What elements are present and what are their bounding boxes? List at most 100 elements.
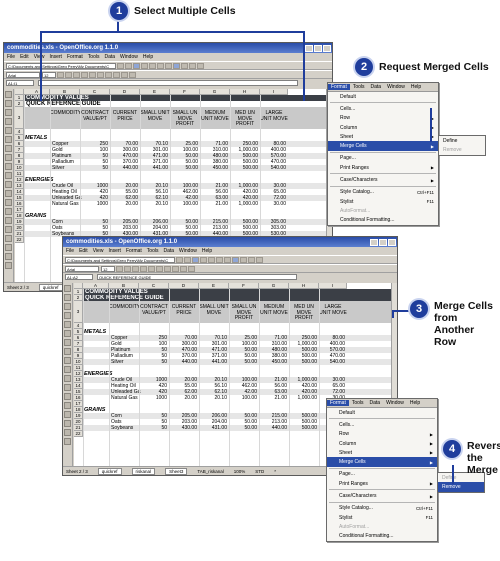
menu-insert[interactable]: Insert (49, 54, 62, 60)
toolbar-icon[interactable] (5, 262, 12, 269)
value-cell[interactable]: 420.00 (242, 189, 258, 195)
menu-item-conditional-formatting[interactable]: Conditional Formatting... (327, 532, 437, 541)
value-cell[interactable]: 50 (102, 153, 108, 159)
row-header[interactable]: 12 (74, 371, 83, 377)
value-cell[interactable]: 50.00 (244, 413, 257, 419)
paste-icon[interactable] (224, 256, 231, 263)
selection-mode[interactable]: STD (255, 468, 265, 474)
corner-header[interactable] (74, 283, 83, 289)
commodity-name[interactable]: Palladium (111, 353, 133, 359)
menu-tools[interactable]: Tools (351, 400, 364, 406)
zoom-level[interactable]: 100% (233, 468, 246, 474)
row-header[interactable]: 17 (15, 207, 24, 213)
value-cell[interactable]: 206.00 (152, 219, 168, 225)
value-cell[interactable]: 70.00 (184, 335, 197, 341)
value-cell[interactable]: 50 (161, 425, 167, 431)
menu-item-column[interactable]: Column▶ (328, 123, 438, 132)
toolbar-icon[interactable] (64, 303, 71, 310)
value-cell[interactable]: 500.00 (301, 419, 317, 425)
value-cell[interactable]: 213.00 (212, 225, 228, 231)
value-cell[interactable]: 100 (99, 147, 108, 153)
vertical-scrollbar[interactable] (391, 283, 397, 466)
value-cell[interactable]: 70.10 (214, 335, 227, 341)
column-header-g[interactable]: G (259, 283, 289, 289)
submenu-define[interactable]: Define (443, 137, 458, 144)
toolbar-icon[interactable] (5, 226, 12, 233)
title-band[interactable]: COMMODITY VALUES (24, 95, 332, 101)
value-cell[interactable]: 50.00 (244, 425, 257, 431)
toolbar-icon[interactable] (64, 438, 71, 445)
commodity-name[interactable]: Natural Gas (111, 395, 138, 401)
save-icon[interactable] (184, 256, 191, 263)
menu-item-page[interactable]: Page... (327, 470, 437, 479)
toolbar-icon[interactable] (5, 154, 12, 161)
font-name-box[interactable]: Arial (65, 265, 99, 272)
toolbar-icon[interactable] (64, 312, 71, 319)
column-header-b[interactable]: B (50, 89, 80, 95)
toolbar-icon[interactable] (5, 136, 12, 143)
value-cell[interactable]: 20.00 (184, 395, 197, 401)
row-header[interactable]: 8 (74, 347, 83, 353)
commodity-name[interactable]: Heating Oil (52, 189, 77, 195)
value-cell[interactable]: 1,000.00 (297, 341, 317, 347)
row-header[interactable]: 5 (74, 329, 83, 335)
value-cell[interactable]: 50 (102, 231, 108, 237)
toolbar-icon[interactable] (5, 208, 12, 215)
commodity-name[interactable]: Unleaded Gas (111, 389, 141, 395)
value-cell[interactable]: 50 (161, 413, 167, 419)
currency-icon[interactable] (121, 71, 128, 78)
toolbar-icon[interactable] (64, 285, 71, 292)
commodity-name[interactable]: Oats (52, 225, 63, 231)
save-icon[interactable] (125, 62, 132, 69)
row-header[interactable]: 13 (74, 377, 83, 383)
menu-data[interactable]: Data (370, 84, 382, 90)
value-cell[interactable]: 1,000.00 (238, 147, 258, 153)
align-center-icon[interactable] (156, 265, 163, 272)
value-cell[interactable]: 440.00 (181, 359, 197, 365)
toolbar-icon[interactable] (5, 181, 12, 188)
open-icon[interactable] (117, 62, 124, 69)
value-cell[interactable]: 431.00 (211, 425, 227, 431)
value-cell[interactable]: 50.00 (185, 165, 198, 171)
open-icon[interactable] (176, 256, 183, 263)
value-cell[interactable]: 50 (102, 159, 108, 165)
value-cell[interactable]: 500.00 (242, 231, 258, 237)
value-cell[interactable]: 213.00 (271, 419, 287, 425)
menu-data[interactable]: Data (104, 54, 116, 60)
row-header[interactable]: 14 (15, 189, 24, 195)
sheet-tab-sheet3[interactable]: Sheet3 (165, 467, 188, 475)
maximize-button[interactable] (314, 44, 322, 52)
row-header[interactable]: 5 (15, 135, 24, 141)
value-cell[interactable]: 500.00 (242, 219, 258, 225)
value-cell[interactable]: 370.00 (122, 159, 138, 165)
toolbar-icon[interactable] (5, 244, 12, 251)
menu-item-case-characters[interactable]: Case/Characters▶ (327, 491, 437, 500)
toolbar-icon[interactable] (64, 411, 71, 418)
value-cell[interactable]: 62.00 (125, 195, 138, 201)
menu-format[interactable]: Format (328, 84, 350, 90)
font-size-box[interactable]: 12 (101, 265, 115, 272)
menu-tools[interactable]: Tools (87, 54, 100, 60)
menu-help[interactable]: Help (142, 54, 154, 60)
menu-item-merge-cells[interactable]: Merge Cells▶ (328, 141, 438, 151)
underline-icon[interactable] (132, 265, 139, 272)
value-cell[interactable]: 430.00 (122, 231, 138, 237)
value-cell[interactable]: 204.00 (152, 225, 168, 231)
value-cell[interactable]: 500.00 (301, 413, 317, 419)
value-cell[interactable]: 1000 (96, 183, 108, 189)
toolbar-icon[interactable] (64, 348, 71, 355)
value-cell[interactable]: 205.00 (122, 219, 138, 225)
submenu-remove[interactable]: Remove (438, 482, 484, 492)
row-header[interactable]: 3 (15, 107, 24, 129)
value-cell[interactable]: 100 (158, 341, 167, 347)
value-cell[interactable]: 440.00 (122, 165, 138, 171)
value-cell[interactable]: 50.00 (185, 153, 198, 159)
toolbar-icon[interactable] (64, 402, 71, 409)
value-cell[interactable]: 300.00 (181, 341, 197, 347)
toolbar-icon[interactable] (64, 393, 71, 400)
